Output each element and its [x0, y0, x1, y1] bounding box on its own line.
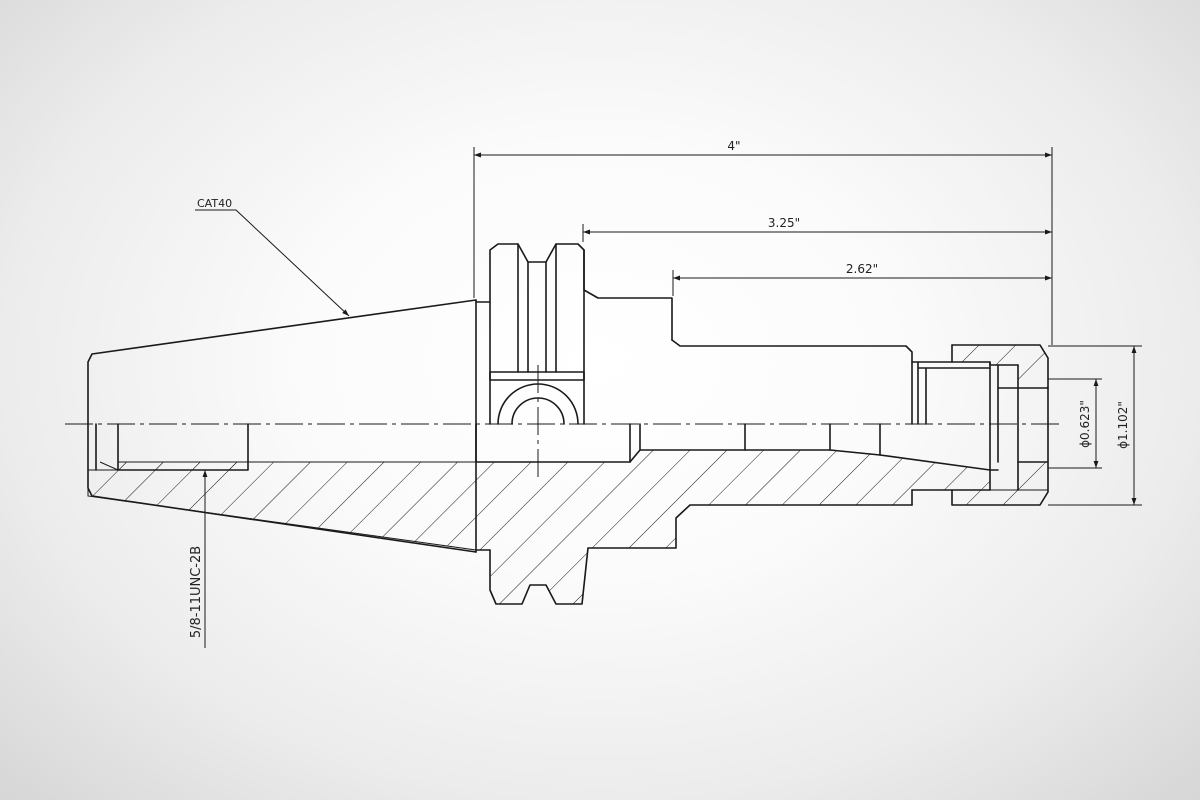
dimension-text: 4" 3.25" 2.62" ϕ0.623" ϕ1.102" CAT40 5/8…: [189, 139, 1130, 638]
dim-text-3-25in: 3.25": [768, 216, 800, 230]
cat-leader: [195, 209, 350, 317]
dim-text-nut: ϕ1.102": [1116, 401, 1130, 449]
dim-text-4in: 4": [727, 139, 740, 153]
tapped-bore: [95, 423, 249, 471]
shank-upper: [671, 339, 913, 425]
collet-nut: [951, 344, 1049, 506]
thread-callout: 5/8-11UNC-2B: [189, 546, 204, 638]
dim-text-2-62in: 2.62": [846, 262, 878, 276]
section-hatching: [87, 344, 1049, 605]
taper-outline: [87, 299, 477, 553]
cat-callout: CAT40: [197, 197, 232, 210]
dim-text-bore: ϕ0.623": [1078, 400, 1092, 448]
center-lines: [65, 365, 1060, 482]
dimension-lines: [195, 147, 1142, 648]
holder-outline: [87, 243, 1049, 605]
